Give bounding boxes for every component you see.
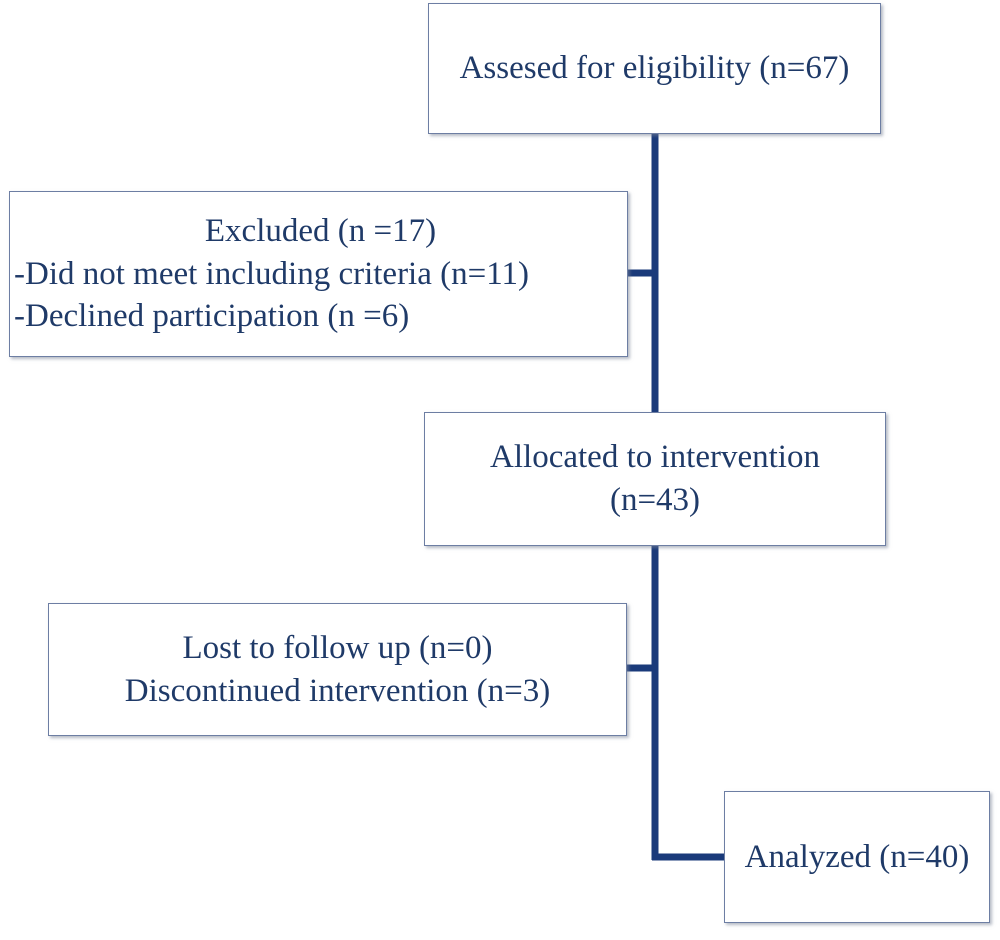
allocated-label: Allocated to intervention bbox=[490, 439, 820, 476]
lost-followup-text: Lost to follow up (n=0) bbox=[182, 629, 493, 666]
analyzed-box: Analyzed (n=40) bbox=[724, 791, 990, 923]
allocated-count: (n=43) bbox=[609, 482, 701, 518]
analyzed-text: Analyzed (n=40) bbox=[744, 838, 970, 875]
discontinued-text: Discontinued intervention (n=3) bbox=[124, 672, 551, 709]
eligibility-box: Assesed for eligibility (n=67) bbox=[428, 3, 881, 134]
excluded-item-not-meeting-criteria: Did not meet including criteria (n=11) bbox=[14, 253, 627, 296]
allocated-box: Allocated to intervention (n=43) bbox=[424, 412, 886, 546]
eligibility-text: Assesed for eligibility (n=67) bbox=[459, 50, 850, 87]
excluded-item-declined: Declined participation (n =6) bbox=[14, 295, 627, 338]
excluded-title: Excluded (n =17) bbox=[204, 212, 437, 249]
excluded-box: Excluded (n =17) Did not meet including … bbox=[9, 191, 628, 357]
lost-followup-box: Lost to follow up (n=0) Discontinued int… bbox=[48, 603, 627, 736]
